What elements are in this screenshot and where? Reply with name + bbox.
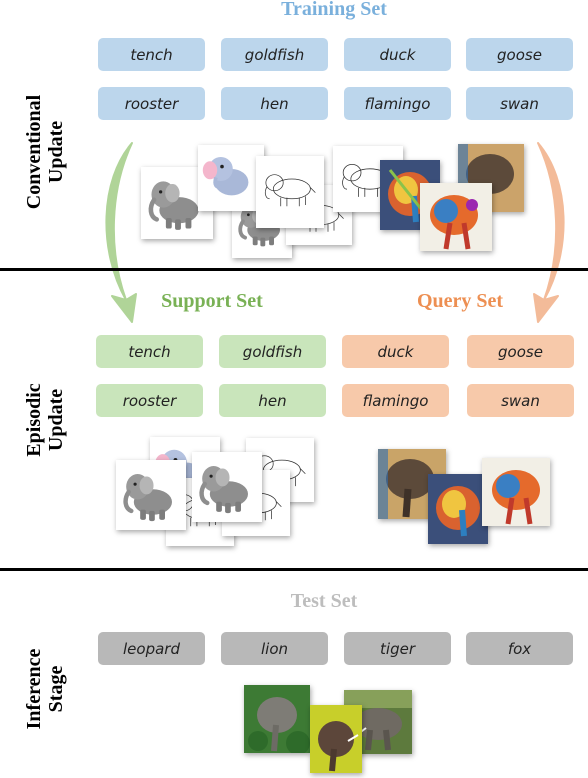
support-class-pill: tench	[96, 335, 203, 368]
section-divider	[0, 568, 588, 571]
arrow-to-support-set	[105, 142, 137, 323]
training-class-pill: swan	[466, 87, 573, 120]
training-class-pill: duck	[344, 38, 451, 71]
training-class-pill: rooster	[98, 87, 205, 120]
section-divider	[0, 268, 588, 271]
query-set-title: Query Set	[416, 290, 504, 312]
query-class-pill: flamingo	[342, 384, 449, 417]
training-set-title: Training Set	[281, 0, 387, 20]
elephant-cartoon-icon	[116, 460, 186, 530]
elephant-cartoon-icon	[198, 145, 264, 211]
elephant-sketch-icon	[256, 156, 324, 228]
elephant-photo-icon	[310, 705, 362, 773]
support-class-pill: rooster	[96, 384, 203, 417]
test-class-pill: fox	[466, 632, 573, 665]
test-set-title: Test Set	[290, 590, 358, 612]
test-class-pill: tiger	[344, 632, 451, 665]
elephant-cartoon-icon	[192, 452, 262, 522]
elephant-photo-icon	[344, 690, 412, 754]
elephant-painting-icon	[378, 449, 446, 519]
query-class-pill: duck	[342, 335, 449, 368]
arrow-to-query-set	[533, 142, 565, 323]
training-class-pill: goldfish	[221, 38, 328, 71]
support-class-pill: goldfish	[219, 335, 326, 368]
training-class-pill: hen	[221, 87, 328, 120]
query-class-pill: goose	[467, 335, 574, 368]
support-set-title: Support Set	[161, 290, 263, 312]
elephant-painting-icon	[482, 458, 550, 526]
support-class-pill: hen	[219, 384, 326, 417]
test-class-pill: leopard	[98, 632, 205, 665]
elephant-painting-icon	[428, 474, 488, 544]
query-class-pill: swan	[467, 384, 574, 417]
training-class-pill: goose	[466, 38, 573, 71]
training-class-pill: tench	[98, 38, 205, 71]
test-class-pill: lion	[221, 632, 328, 665]
elephant-painting-icon	[420, 183, 492, 251]
elephant-photo-icon	[244, 685, 310, 753]
training-class-pill: flamingo	[344, 87, 451, 120]
